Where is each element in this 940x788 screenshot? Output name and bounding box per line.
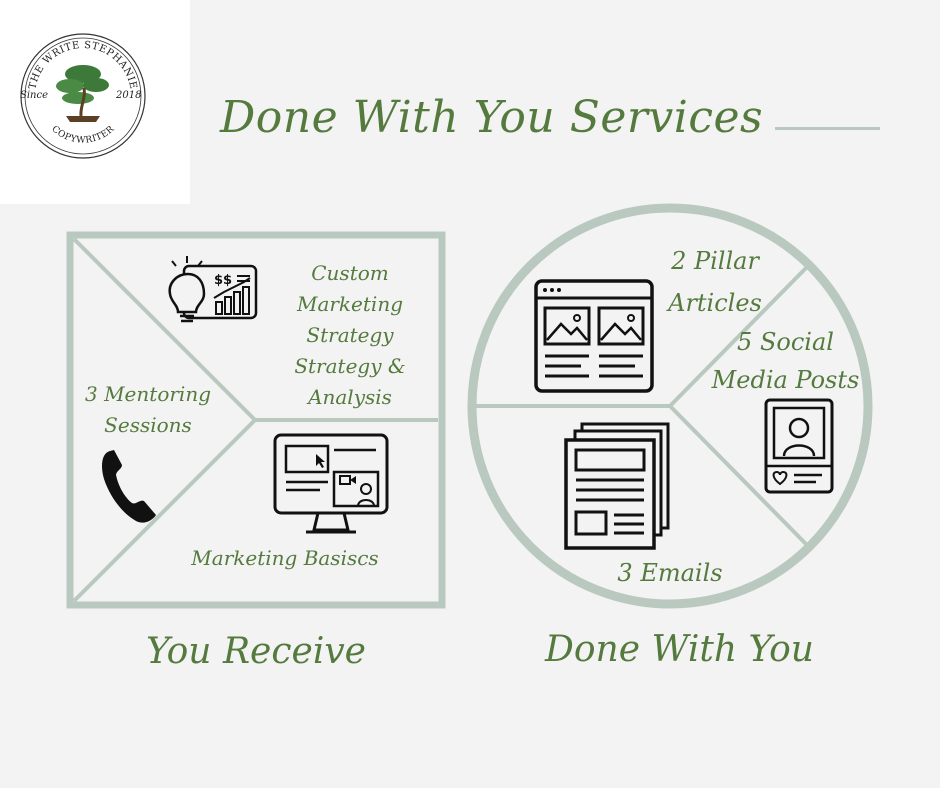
logo-year: 2018 [115,90,141,101]
emails-label: 3 Emails [617,559,723,587]
page-title: Done With You Services [220,92,764,143]
lightbulb-chart-icon: $$ [168,256,258,323]
bonsai-tree-icon [56,65,109,122]
newspaper-stack-icon [564,422,670,550]
receive-square-frame [66,231,446,609]
computer-monitor-icon [273,433,389,534]
done-circle-frame [467,203,873,609]
svg-text:$$: $$ [214,273,232,288]
basics-label: Marketing Basiscs [191,546,379,570]
mentoring-label: 3 Mentoring Sessions [85,382,211,437]
logo: THE WRITE STEPHANIE COPYWRITER Since 201… [0,0,190,204]
strategy-label: Custom Marketing Strategy Strategy & Ana… [294,261,406,409]
logo-seal: THE WRITE STEPHANIE COPYWRITER Since 201… [20,33,146,159]
title-divider [775,127,880,130]
done-heading: Done With You [545,629,814,670]
social-post-icon [764,398,834,494]
social-label: 5 Social Media Posts [711,328,860,394]
receive-heading: You Receive [146,631,366,672]
articles-label: 2 Pillar Articles [668,247,762,317]
webpage-icon [534,279,654,393]
phone-icon [102,450,156,523]
logo-since: Since [20,90,48,101]
